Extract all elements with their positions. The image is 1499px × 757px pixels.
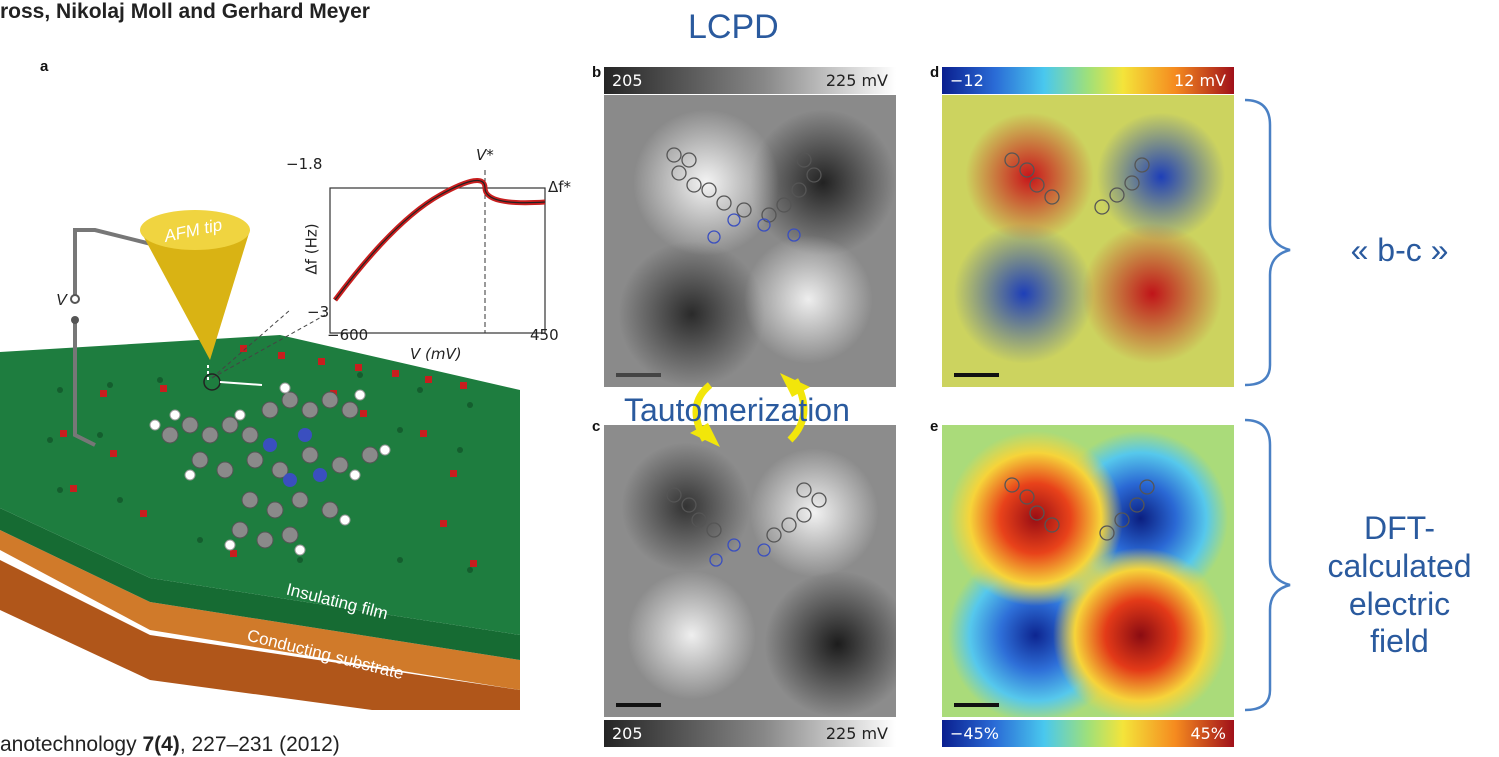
afm-tip-cone: [140, 230, 250, 360]
colorbar-d-max: 12 mV: [1174, 71, 1226, 90]
molecule-overlay-e: [1004, 477, 1155, 541]
side-label-dft-line-2: calculated: [1327, 547, 1472, 584]
citation-volume: 7(4): [142, 733, 180, 756]
side-label-dft-line-4: field: [1370, 623, 1429, 660]
colorbar-e-min: −45%: [950, 724, 999, 743]
inset-y-axis-label: Δf (Hz): [302, 223, 321, 275]
colorbar-c: 205 225 mV: [604, 720, 896, 747]
zoom-line-1: [211, 309, 291, 379]
side-label-dft-line-3: electric: [1348, 585, 1451, 622]
curly-braces: [1244, 98, 1291, 712]
colorbar-c-min: 205: [612, 724, 643, 743]
circuit-wire-top: [73, 228, 176, 295]
scan-arrow: [219, 381, 263, 386]
colorbar-d-min: −12: [950, 71, 984, 90]
scale-bar-b: [616, 373, 661, 377]
substrate-side: [0, 560, 520, 710]
figure-a-afm-schematic: [0, 210, 520, 710]
colorbar-d: −12 12 mV: [942, 67, 1234, 94]
inset-x-axis-label: V (mV): [410, 345, 462, 363]
side-label-b-c: « b-c »: [1350, 232, 1449, 268]
colorbar-e-max: 45%: [1190, 724, 1226, 743]
molecule-overlay-b: [666, 147, 822, 223]
scale-bar-e: [954, 703, 999, 707]
film-side: [0, 508, 520, 660]
inset-df-star: Δf*: [548, 178, 572, 196]
inset-x-left: −600: [327, 326, 369, 344]
colorbar-b: 205 225 mV: [604, 67, 896, 94]
inset-v-star: V*: [476, 146, 494, 164]
panel-label-c: c: [592, 418, 601, 435]
colorbar-c-max: 225 mV: [825, 724, 888, 743]
panel-label-d: d: [930, 64, 940, 81]
film-top: [0, 335, 520, 635]
scale-bar-c: [616, 703, 661, 707]
inset-y-top: −1.8: [286, 155, 323, 173]
citation-prefix: anotechnology: [0, 733, 143, 756]
panel-label-b: b: [592, 64, 602, 81]
terminal-top: [70, 294, 80, 304]
tautomerization-label: Tautomerization: [624, 392, 850, 428]
inset-y-bottom: −3: [307, 303, 330, 321]
lcpd-title: LCPD: [688, 8, 779, 46]
citation-rest: , 227–231 (2012): [179, 733, 340, 756]
colorbar-b-min: 205: [612, 71, 643, 90]
panel-label-a: a: [40, 58, 49, 75]
citation: anotechnology 7(4), 227–231 (2012): [0, 733, 340, 757]
colorbar-e: −45% 45%: [942, 720, 1234, 747]
inset-df-v-curve: [329, 170, 546, 334]
tautomerization-arrows: [690, 373, 810, 447]
circuit-wire-bottom: [73, 322, 96, 447]
panel-label-e: e: [930, 418, 939, 435]
colorbar-b-max: 225 mV: [825, 71, 888, 90]
lcpd-image-b: [604, 95, 896, 387]
molecule-overlay-c: [666, 482, 827, 543]
side-label-dft: DFT- calculated electric field: [1300, 510, 1499, 661]
inset-fit-curve: [334, 179, 546, 301]
lcpd-difference-image-d: [942, 95, 1234, 387]
brace-bottom: [1244, 418, 1291, 712]
molecule-overlay-d: [1004, 152, 1150, 215]
authors-line: ross, Nikolaj Moll and Gerhard Meyer: [0, 0, 370, 23]
molecule: [149, 382, 391, 556]
lattice-dots: [47, 372, 473, 573]
brace-top: [1244, 98, 1291, 387]
dft-field-image-e: [942, 425, 1234, 717]
inset-x-right: 450: [530, 326, 559, 344]
lcpd-image-c: [604, 425, 896, 717]
zoom-line-2: [211, 314, 326, 379]
arrow-left-head: [690, 423, 720, 447]
arrow-right-head: [780, 373, 810, 397]
terminal-bottom: [71, 316, 79, 324]
scale-bar-d: [954, 373, 999, 377]
voltage-label: V: [56, 292, 67, 309]
substrate-top: [0, 530, 520, 690]
afm-tip-top: [140, 210, 250, 250]
side-label-dft-line-1: DFT-: [1363, 510, 1436, 546]
inset-plot-frame: [329, 187, 546, 334]
